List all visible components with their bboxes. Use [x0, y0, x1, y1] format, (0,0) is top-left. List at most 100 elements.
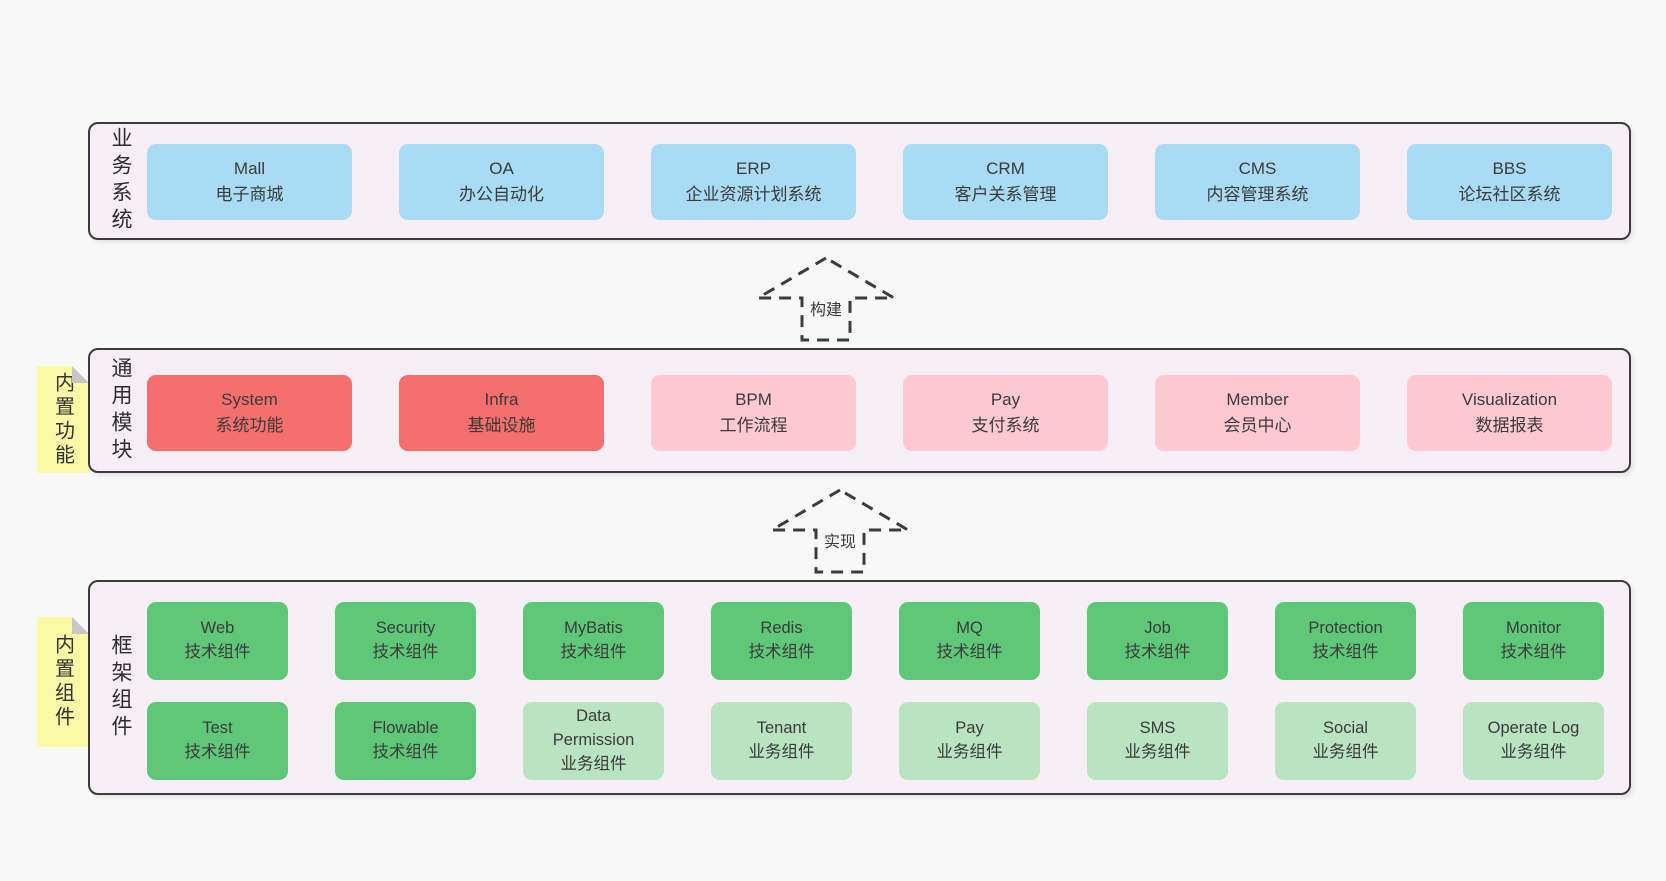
system-box-desc: 电子商城 — [215, 185, 284, 204]
sticky-tab-built-in-features: 内置功能 — [37, 366, 89, 473]
component-box-operate-log: Operate Log 业务组件 — [1463, 702, 1604, 780]
system-box-erp: ERP 企业资源计划系统 — [651, 144, 856, 220]
system-box-mall: Mall 电子商城 — [147, 144, 352, 220]
dashed-up-arrow-icon — [756, 256, 896, 342]
module-box-desc: 系统功能 — [215, 416, 284, 435]
common-modules-row: System 系统功能 Infra 基础设施 BPM 工作流程 Pay 支付系统… — [147, 375, 1612, 451]
module-box-desc: 支付系统 — [971, 416, 1040, 435]
module-box-pay: Pay 支付系统 — [903, 375, 1108, 451]
build-arrow: 构建 — [756, 256, 896, 342]
system-box-name: ERP — [736, 158, 771, 178]
component-box-desc: 业务组件 — [748, 743, 815, 761]
system-box-desc: 企业资源计划系统 — [685, 185, 822, 204]
component-box-name: Social — [1323, 719, 1368, 738]
framework-components-vertical-label: 框架组件 — [109, 633, 132, 742]
component-box-name: Web — [200, 619, 235, 638]
component-box-job: Job 技术组件 — [1087, 602, 1228, 680]
component-box-desc: 技术组件 — [372, 643, 439, 661]
component-box-mybatis: MyBatis 技术组件 — [523, 602, 664, 680]
component-box-pay: Pay 业务组件 — [899, 702, 1040, 780]
component-box-name: Pay — [955, 719, 984, 738]
component-box-desc: 业务组件 — [1312, 743, 1379, 761]
folded-corner-icon — [72, 366, 89, 383]
system-box-desc: 客户关系管理 — [954, 185, 1057, 204]
component-box-name: Redis — [760, 619, 803, 638]
component-box-desc: 技术组件 — [184, 643, 251, 661]
module-box-desc: 数据报表 — [1475, 416, 1544, 435]
component-box-desc: 业务组件 — [936, 743, 1003, 761]
component-box-name: Tenant — [756, 719, 807, 738]
common-modules-vertical-label: 通用模块 — [109, 356, 132, 465]
component-box-data-permission: Data Permission 业务组件 — [523, 702, 664, 780]
system-box-crm: CRM 客户关系管理 — [903, 144, 1108, 220]
implement-arrow: 实现 — [770, 488, 910, 574]
module-box-system: System 系统功能 — [147, 375, 352, 451]
component-box-desc: 技术组件 — [560, 643, 627, 661]
component-box-security: Security 技术组件 — [335, 602, 476, 680]
module-box-desc: 工作流程 — [719, 416, 788, 435]
component-box-desc: 技术组件 — [1312, 643, 1379, 661]
system-box-name: BBS — [1492, 158, 1527, 178]
component-box-desc: 技术组件 — [1500, 643, 1567, 661]
component-box-tenant: Tenant 业务组件 — [711, 702, 852, 780]
component-box-name: Security — [375, 619, 436, 638]
module-box-member: Member 会员中心 — [1155, 375, 1360, 451]
component-box-desc: 技术组件 — [184, 743, 251, 761]
component-box-name: MyBatis — [564, 619, 623, 638]
module-box-name: Infra — [484, 389, 519, 409]
module-box-visualization: Visualization 数据报表 — [1407, 375, 1612, 451]
build-arrow-label: 构建 — [806, 296, 846, 320]
system-box-name: Mall — [233, 158, 266, 178]
system-box-desc: 办公自动化 — [459, 185, 544, 204]
system-box-cms: CMS 内容管理系统 — [1155, 144, 1360, 220]
system-box-desc: 论坛社区系统 — [1458, 185, 1561, 204]
module-box-name: System — [221, 389, 278, 409]
component-box-name: Job — [1144, 619, 1171, 638]
component-box-name: Flowable — [372, 719, 439, 738]
framework-row-2: Test 技术组件 Flowable 技术组件 Data Permission … — [147, 702, 1604, 780]
system-box-oa: OA 办公自动化 — [399, 144, 604, 220]
component-box-redis: Redis 技术组件 — [711, 602, 852, 680]
system-box-desc: 内容管理系统 — [1206, 185, 1309, 204]
business-systems-vertical-label: 业务系统 — [109, 127, 132, 235]
business-systems-row: Mall 电子商城 OA 办公自动化 ERP 企业资源计划系统 CRM 客户关系… — [147, 144, 1612, 220]
component-box-desc: 业务组件 — [1124, 743, 1191, 761]
common-modules-panel: 通用模块 System 系统功能 Infra 基础设施 BPM 工作流程 Pay… — [88, 348, 1631, 473]
component-box-social: Social 业务组件 — [1275, 702, 1416, 780]
framework-components-panel: 框架组件 Web 技术组件 Security 技术组件 MyBatis 技术组件… — [88, 580, 1631, 795]
implement-arrow-label: 实现 — [820, 528, 860, 552]
component-box-test: Test 技术组件 — [147, 702, 288, 780]
component-box-name: Protection — [1308, 619, 1383, 638]
component-box-name: Monitor — [1505, 619, 1562, 638]
module-box-bpm: BPM 工作流程 — [651, 375, 856, 451]
business-systems-panel: 业务系统 Mall 电子商城 OA 办公自动化 ERP 企业资源计划系统 CRM… — [88, 122, 1631, 240]
sticky-tab-label: 内置功能 — [51, 371, 74, 468]
system-box-bbs: BBS 论坛社区系统 — [1407, 144, 1612, 220]
component-box-desc: 业务组件 — [1500, 743, 1567, 761]
sticky-tab-label: 内置组件 — [51, 634, 74, 730]
module-box-name: Visualization — [1461, 389, 1558, 409]
component-box-name: Test — [202, 719, 233, 738]
component-box-web: Web 技术组件 — [147, 602, 288, 680]
framework-row-1: Web 技术组件 Security 技术组件 MyBatis 技术组件 Redi… — [147, 602, 1604, 680]
module-box-name: BPM — [735, 389, 772, 409]
component-box-desc: 技术组件 — [372, 743, 439, 761]
component-box-protection: Protection 技术组件 — [1275, 602, 1416, 680]
module-box-desc: 基础设施 — [467, 416, 536, 435]
system-box-name: CRM — [986, 158, 1025, 178]
dashed-up-arrow-icon — [770, 488, 910, 574]
module-box-infra: Infra 基础设施 — [399, 375, 604, 451]
component-box-flowable: Flowable 技术组件 — [335, 702, 476, 780]
component-box-name: SMS — [1139, 719, 1176, 738]
component-box-sms: SMS 业务组件 — [1087, 702, 1228, 780]
component-box-desc: 技术组件 — [936, 643, 1003, 661]
component-box-name: Data Permission — [552, 707, 635, 750]
component-box-desc: 业务组件 — [560, 754, 627, 773]
component-box-desc: 技术组件 — [1124, 643, 1191, 661]
system-box-name: CMS — [1238, 158, 1277, 178]
module-box-name: Pay — [990, 389, 1021, 409]
component-box-monitor: Monitor 技术组件 — [1463, 602, 1604, 680]
system-box-name: OA — [489, 158, 514, 178]
component-box-name: Operate Log — [1487, 719, 1580, 738]
sticky-tab-built-in-components: 内置组件 — [37, 617, 89, 747]
